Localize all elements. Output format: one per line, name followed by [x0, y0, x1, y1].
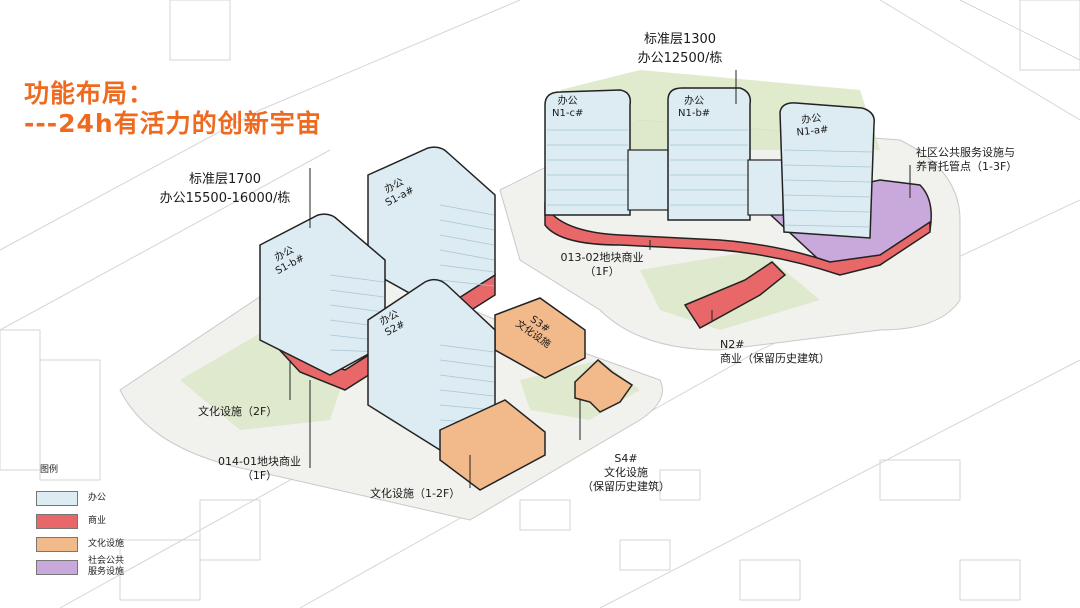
community-facility-label-2: 养育托管点（1-3F） — [916, 160, 1017, 174]
culture-2f-label: 文化设施（2F） — [198, 405, 277, 419]
north-office-area-label: 办公12500/栋 — [610, 49, 750, 68]
commercial-014-label-1: 014-01地块商业 — [212, 455, 307, 469]
legend-item-culture: 文化设施 — [36, 533, 124, 555]
commercial-013-label-1: 013-02地块商业 — [558, 251, 646, 265]
south-office-area-label: 办公15500-16000/栋 — [140, 189, 310, 208]
legend-item-commercial: 商业 — [36, 510, 124, 532]
tower-link-c-b — [628, 150, 670, 210]
page-title-line2: ---24h有活力的创新宇宙 — [24, 104, 322, 140]
south-standard-floor-label: 标准层1700 — [150, 170, 300, 189]
legend-item-community: 社会公共 服务设施 — [36, 556, 124, 578]
tower-link-b-a — [748, 160, 783, 215]
commercial-014-label-2: （1F） — [212, 469, 307, 483]
n2-label-1: N2# — [720, 338, 744, 352]
north-standard-floor-label: 标准层1300 — [610, 30, 750, 49]
s4-label-2: 文化设施 — [566, 466, 686, 480]
legend-title: 图例 — [40, 462, 124, 475]
legend-swatch-office — [36, 491, 78, 506]
culture-1-2f-label: 文化设施（1-2F） — [370, 487, 460, 501]
legend-swatch-community — [36, 560, 78, 575]
legend: 图例 办公 商业 文化设施 社会公共 服务设施 — [36, 462, 124, 579]
s4-label-3: （保留历史建筑） — [566, 480, 686, 494]
n2-label-2: 商业（保留历史建筑） — [720, 352, 830, 366]
commercial-013-label-2: （1F） — [558, 265, 646, 279]
legend-swatch-culture — [36, 537, 78, 552]
community-facility-label-1: 社区公共服务设施与 — [916, 146, 1015, 160]
legend-item-office: 办公 — [36, 487, 124, 509]
legend-swatch-commercial — [36, 514, 78, 529]
s4-label-1: S4# — [566, 452, 686, 466]
